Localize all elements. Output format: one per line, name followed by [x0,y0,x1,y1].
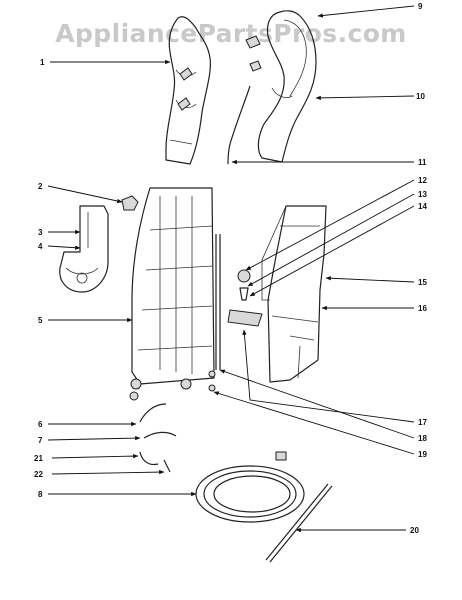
callout-21: 21 [34,454,43,463]
callout-12: 12 [418,176,427,185]
leader-4 [47,245,81,250]
callout-19: 19 [418,450,427,459]
callout-5: 5 [38,316,43,325]
leader-17 [242,329,415,423]
callout-6: 6 [38,420,43,429]
handle-wire-part [227,85,251,165]
callout-4: 4 [38,242,43,251]
main-body-frame-part [129,187,215,401]
rod-assembly-part [208,234,263,392]
callout-8: 8 [38,490,43,499]
leader-10 [315,95,415,101]
bracket-part [59,205,109,293]
leader-15 [325,276,415,283]
callout-group: 1 2 3 4 5 6 7 21 22 8 9 10 11 12 13 14 [34,2,427,535]
callout-7: 7 [38,436,43,445]
callout-13: 13 [418,190,427,199]
leader-14 [249,205,415,297]
callout-15: 15 [418,278,427,287]
callout-3: 3 [38,228,43,237]
leader-18 [219,369,415,439]
callout-17: 17 [418,418,427,427]
callout-22: 22 [34,470,43,479]
long-rod-edge [265,483,329,561]
callout-9: 9 [418,2,423,11]
rear-housing-part [261,205,327,383]
callout-18: 18 [418,434,427,443]
watermark-text: AppliancePartsPros.com [55,19,406,48]
callout-14: 14 [418,202,427,211]
leader-19 [213,391,415,455]
leader-12 [245,179,415,271]
clip-part [121,195,139,211]
handle-front-cover-part [165,16,211,165]
handle-rear-assembly-part [245,10,317,163]
power-cord-coil-part [195,451,305,523]
callout-11: 11 [418,158,427,167]
leader-7 [47,435,141,441]
callout-1: 1 [40,58,45,67]
hose-pieces-part [139,403,177,473]
leader-22 [51,469,165,475]
leader-2 [47,185,123,204]
leader-13 [247,193,415,287]
leader-21 [51,453,139,459]
callout-20: 20 [410,526,419,535]
callout-16: 16 [418,304,427,313]
long-rod-part [269,485,333,563]
leader-9 [317,5,415,18]
callout-2: 2 [38,182,43,191]
callout-10: 10 [416,92,425,101]
